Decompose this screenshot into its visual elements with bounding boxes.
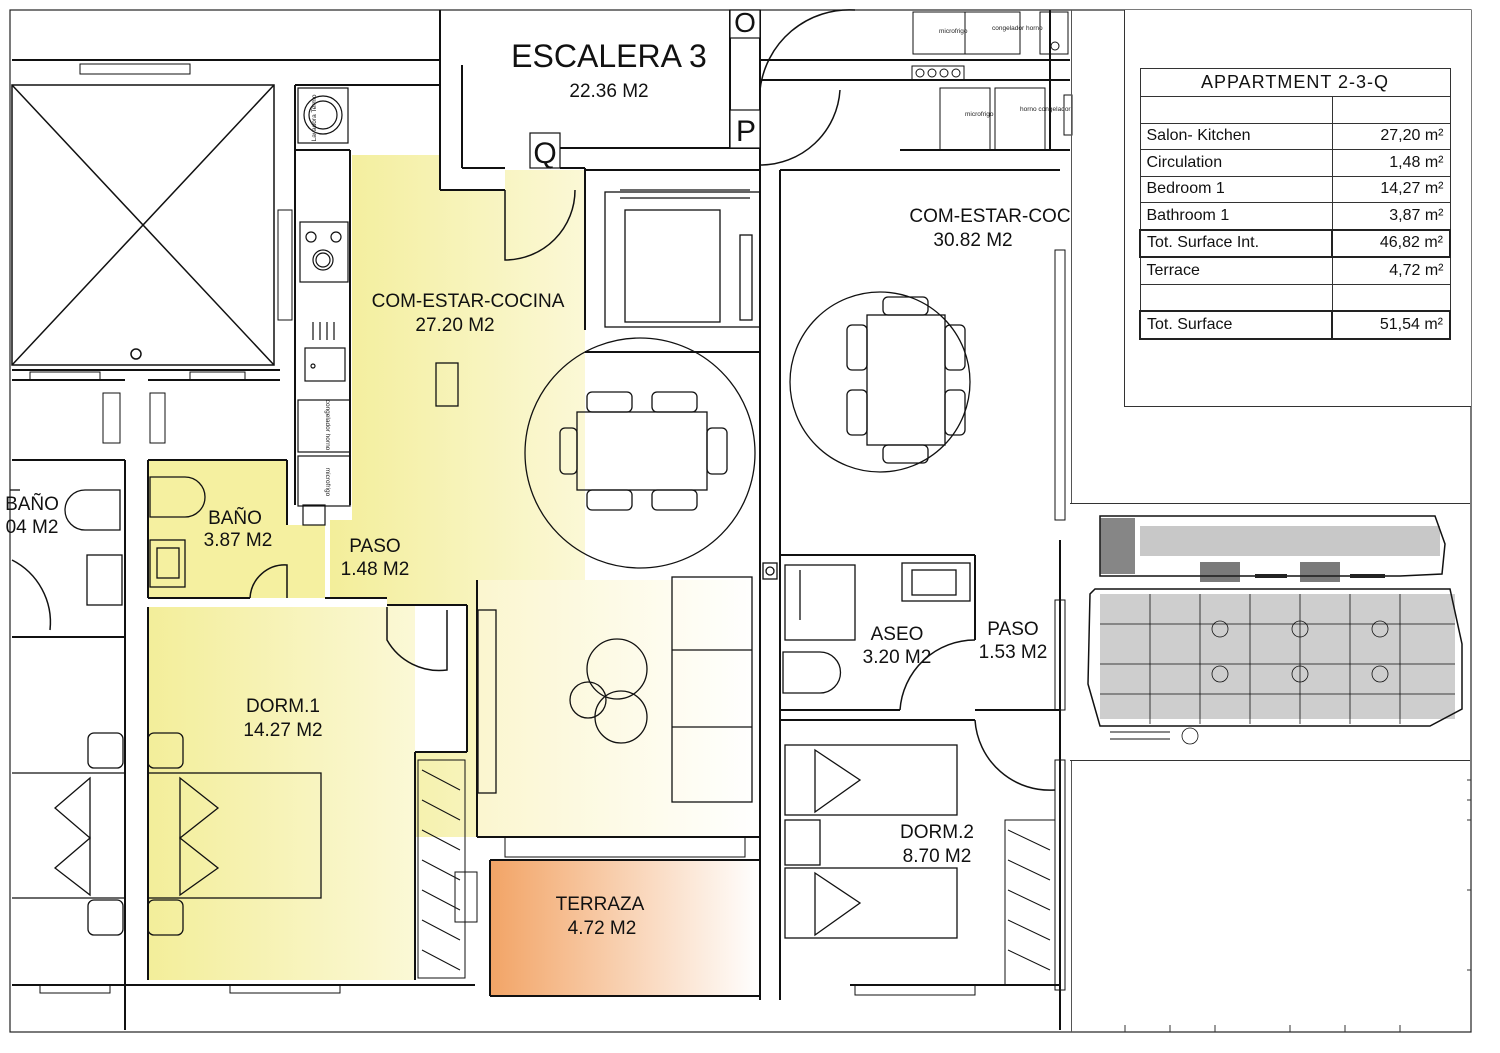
terrace-fill — [490, 860, 760, 996]
room-escalera-area: 22.36 M2 — [569, 81, 648, 102]
horno-label-b: horno congelador — [1020, 106, 1071, 113]
congelador-label-v: congelador horno — [324, 400, 331, 451]
room-dorm1-name: DORM.1 — [246, 696, 320, 717]
room-paso-right-name: PASO — [987, 619, 1038, 640]
room-paso-right-area: 1.53 M2 — [979, 642, 1048, 663]
doors — [11, 9, 1056, 791]
location-minimap — [1070, 503, 1470, 761]
elevator — [604, 189, 761, 328]
markers — [529, 9, 761, 169]
room-living-name: COM-ESTAR-COCINA — [372, 291, 565, 312]
room-bath-area: 3.87 M2 — [204, 530, 273, 551]
dining-set — [435, 337, 756, 569]
bathroom-fill — [148, 460, 325, 598]
room-dorm1-area: 14.27 M2 — [243, 720, 322, 741]
room-living-area: 27.20 M2 — [415, 315, 494, 336]
sofa-area-fill — [477, 580, 760, 837]
bed-dorm2 — [784, 744, 958, 939]
kitchen-counter — [297, 87, 351, 526]
apartment-title: APPARTMENT 2-3-Q — [1139, 68, 1451, 97]
microfrigo-label-a: microfrigo — [939, 28, 968, 35]
room-living-right-name: COM-ESTAR-COC — [909, 206, 1070, 227]
living-room-fill — [330, 155, 585, 837]
room-aseo-area: 3.20 M2 — [863, 647, 932, 668]
room-terrace-area: 4.72 M2 — [568, 918, 637, 939]
marker-o: O — [734, 7, 756, 38]
marker-p: P — [736, 115, 756, 148]
room-dorm2-area: 8.70 M2 — [903, 846, 972, 867]
room-bath-name: BAÑO — [208, 507, 262, 529]
kitchen-right — [911, 11, 1073, 151]
congelador-label-a: congelador horno — [992, 25, 1043, 32]
table-row-total-int: Tot. Surface Int.46,82 m² — [1138, 228, 1451, 258]
microfrigo-label-b: microfrigo — [965, 111, 994, 118]
light-well — [11, 84, 275, 366]
room-living-right-area: 30.82 M2 — [933, 230, 1012, 251]
wardrobes — [102, 392, 1056, 986]
dining-set-right — [789, 291, 971, 473]
room-dorm2-name: DORM.2 — [900, 822, 974, 843]
bed-dorm1 — [12, 732, 322, 936]
room-escalera-name: ESCALERA 3 — [511, 38, 707, 74]
room-bath-left-area: 04 M2 — [6, 517, 59, 538]
walls — [12, 10, 1070, 1030]
room-bath-left-name: BAÑO — [5, 493, 59, 515]
room-aseo-name: ASEO — [871, 624, 924, 645]
bedroom1-fill — [148, 605, 415, 980]
room-terrace-name: TERRAZA — [556, 894, 645, 915]
lavadora-label: Lavadora Termo — [311, 94, 318, 141]
room-paso-name: PASO — [349, 536, 400, 557]
marker-q: Q — [533, 137, 556, 170]
sofa-set — [477, 576, 753, 803]
room-paso-area: 1.48 M2 — [341, 559, 410, 580]
scale-ticks — [1124, 779, 1471, 1032]
bathroom-fixtures — [10, 476, 971, 694]
microfrigo-label-v: microfrigo — [324, 468, 331, 497]
